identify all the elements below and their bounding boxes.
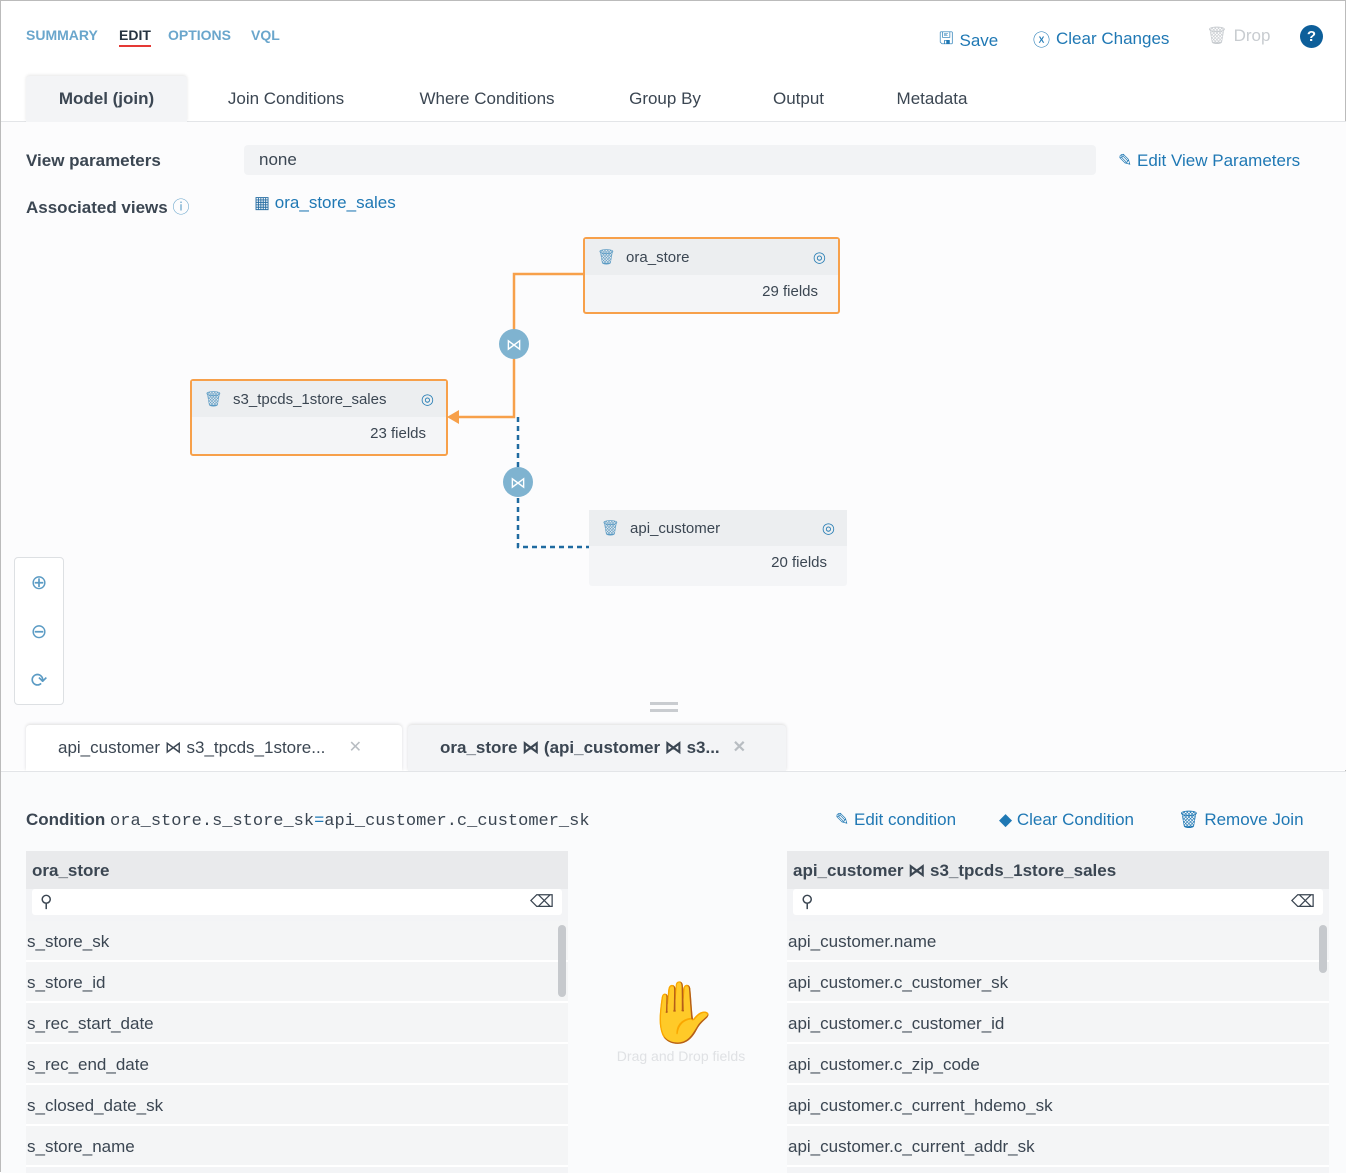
trash-icon: 🗑 — [1206, 26, 1228, 45]
node-api-customer[interactable]: 🗑api_customer◎ 20 fields — [589, 510, 847, 586]
save-icon: 🖫 — [939, 29, 954, 48]
zoom-in-icon[interactable]: ⊕ — [30, 572, 48, 594]
drop-button[interactable]: 🗑Drop — [1206, 26, 1271, 45]
target-icon[interactable]: ◎ — [812, 249, 826, 266]
zoom-out-icon[interactable]: ⊖ — [30, 621, 48, 643]
clear-input-icon[interactable]: ⌫ — [1290, 892, 1315, 911]
node-ora-store[interactable]: 🗑ora_store◎ 29 fields — [583, 237, 840, 314]
close-icon[interactable]: ✕ — [348, 739, 362, 756]
join-connectors: ⋈ ⋈ — [447, 272, 591, 549]
arrow-head — [447, 410, 459, 424]
view-parameters-label: View parameters — [26, 151, 161, 170]
eraser-icon: ◆ — [999, 810, 1013, 829]
trash-icon[interactable]: 🗑 — [601, 520, 621, 537]
hand-icon: ✋ — [643, 979, 719, 1046]
scrollbar[interactable] — [1319, 925, 1327, 973]
edit-condition-button[interactable]: ✎ Edit condition — [835, 810, 957, 829]
list-item[interactable]: api_customer.c_customer_id — [787, 1003, 1329, 1044]
right-field-list: api_customer ⋈ s3_tpcds_1store_sales ⚲⌫ … — [787, 851, 1329, 1173]
search-icon: ⚲ — [801, 892, 814, 911]
help-circle-icon[interactable]: ⓘ — [172, 198, 190, 217]
edit-icon: ✎ — [1118, 151, 1133, 170]
list-item[interactable]: api_customer.c_current_addr_sk — [787, 1126, 1329, 1167]
tab-group-by[interactable]: Group By — [629, 89, 701, 108]
trash-icon[interactable]: 🗑 — [204, 391, 224, 408]
svg-text:⋈: ⋈ — [506, 337, 522, 354]
list-item[interactable]: s_store_id — [26, 962, 568, 1003]
trash-icon[interactable]: 🗑 — [597, 249, 617, 266]
editor-tabs: Model (join) Join Conditions Where Condi… — [1, 76, 1346, 122]
view-parameters-value: none — [244, 145, 1096, 175]
nav-summary[interactable]: SUMMARY — [26, 27, 98, 43]
join-node-icon — [499, 329, 529, 359]
right-search-input[interactable]: ⚲⌫ — [793, 889, 1323, 915]
save-button[interactable]: 🖫Save — [939, 26, 998, 55]
condition-text: Condition ora_store.s_store_sk=api_custo… — [26, 810, 590, 831]
join-tab-2[interactable]: ora_store ⋈ (api_customer ⋈ s3...✕ — [408, 725, 786, 771]
clear-condition-button[interactable]: ◆ Clear Condition — [999, 810, 1134, 829]
list-item[interactable]: api_customer.c_current_hdemo_sk — [787, 1085, 1329, 1126]
edit-icon: ✎ — [835, 810, 850, 829]
join-tab-1[interactable]: api_customer ⋈ s3_tpcds_1store...✕ — [26, 725, 402, 771]
remove-join-button[interactable]: 🗑 Remove Join — [1178, 810, 1304, 829]
tab-output[interactable]: Output — [772, 89, 825, 108]
help-button[interactable]: ? — [1300, 25, 1323, 48]
list-item[interactable]: s_closed_date_sk — [26, 1085, 568, 1126]
edit-view-parameters-link[interactable]: ✎ Edit View Parameters — [1118, 151, 1301, 170]
tab-metadata[interactable]: Metadata — [896, 89, 968, 108]
resize-handle[interactable] — [650, 702, 678, 712]
tab-where-conditions[interactable]: Where Conditions — [419, 89, 555, 108]
trash-icon: 🗑 — [1178, 810, 1200, 829]
zoom-controls: ⊕ ⊖ ⟳ — [14, 557, 64, 705]
close-circle-icon: ⓧ — [1033, 31, 1050, 50]
refresh-icon[interactable]: ⟳ — [30, 670, 48, 692]
nav-options[interactable]: OPTIONS — [168, 27, 232, 43]
list-item[interactable]: s_rec_start_date — [26, 1003, 568, 1044]
associated-view-link[interactable]: ▦ ora_store_sales — [254, 193, 396, 212]
left-search-input[interactable]: ⚲⌫ — [32, 889, 562, 915]
list-item[interactable]: s_rec_end_date — [26, 1044, 568, 1085]
list-item[interactable]: api_customer.name — [787, 921, 1329, 962]
join-line-api-customer — [516, 417, 591, 549]
nav-vql[interactable]: VQL — [251, 27, 280, 43]
tab-model-join[interactable]: Model (join) — [26, 76, 187, 122]
model-canvas: View parameters none ✎ Edit View Paramet… — [1, 122, 1346, 770]
target-icon[interactable]: ◎ — [821, 520, 835, 537]
search-icon: ⚲ — [40, 892, 53, 911]
clear-input-icon[interactable]: ⌫ — [529, 892, 554, 911]
scrollbar[interactable] — [558, 925, 566, 997]
drop-zone[interactable]: ✋Drag and Drop fields — [601, 977, 761, 1064]
tab-join-conditions[interactable]: Join Conditions — [227, 89, 345, 108]
join-node-icon — [503, 467, 533, 497]
list-item[interactable]: api_customer.c_zip_code — [787, 1044, 1329, 1085]
left-field-list: ora_store ⚲⌫ s_store_sk s_store_id s_rec… — [26, 851, 568, 1173]
close-icon[interactable]: ✕ — [732, 739, 746, 756]
svg-text:⋈: ⋈ — [510, 475, 526, 492]
associated-views-label: Associated views ⓘ — [26, 198, 190, 217]
target-icon[interactable]: ◎ — [420, 391, 434, 408]
list-item[interactable]: s_store_sk — [26, 921, 568, 962]
list-item[interactable]: api_customer.c_customer_sk — [787, 962, 1329, 1003]
list-item[interactable]: s_store_name — [26, 1126, 568, 1167]
view-icon: ▦ — [254, 193, 271, 212]
nav-edit[interactable]: EDIT — [119, 27, 151, 47]
node-s3-tpcds-1store-sales[interactable]: 🗑s3_tpcds_1store_sales◎ 23 fields — [190, 379, 448, 456]
